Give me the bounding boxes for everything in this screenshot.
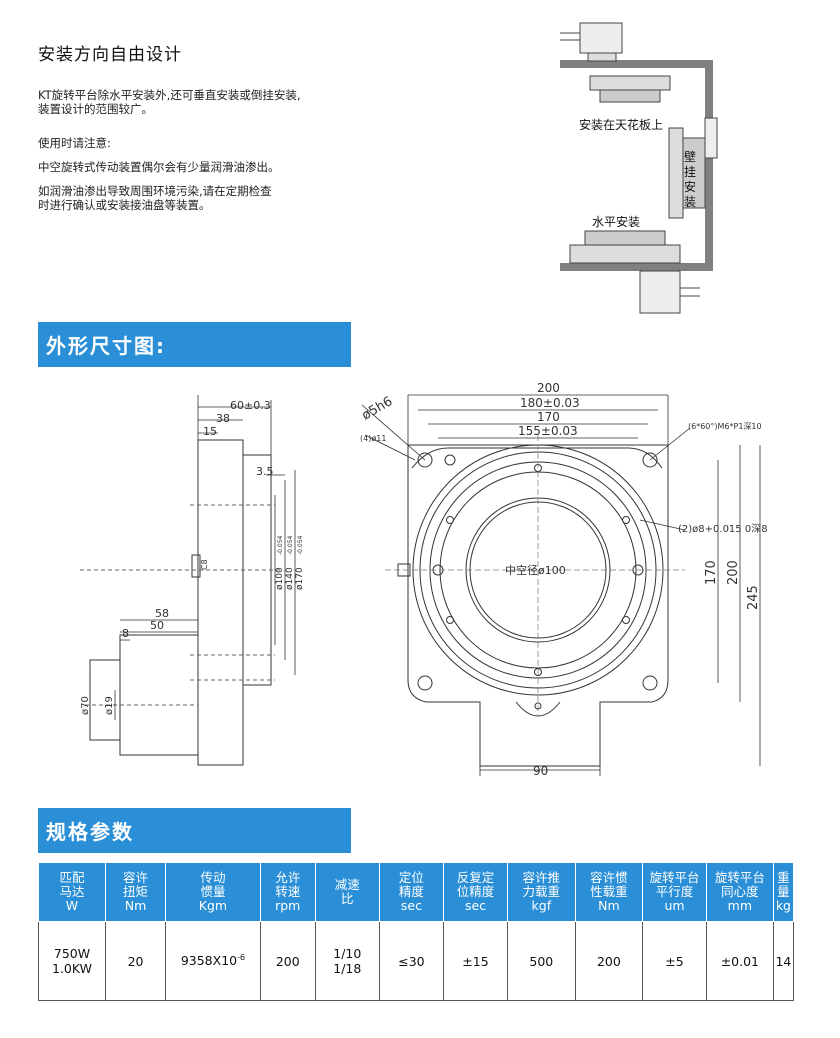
banner-specs-label: 规格参数: [46, 820, 134, 844]
side-key: [191, 554, 201, 578]
dim-key: C8: [200, 559, 209, 570]
mounting-diagram: [560, 22, 718, 314]
tol-phi100: -0.054: [277, 535, 284, 555]
side-motor-adapter: [119, 634, 199, 756]
cell-speed: 200: [259, 921, 316, 1001]
dim-w155: 155±0.03: [518, 424, 578, 438]
side-view-drawing: 60±0.3 38 15 3.5 58 50 8 ø70 ø19 ø100 ø1…: [80, 395, 305, 766]
dim-phi140: ø140: [285, 567, 295, 590]
dim-shaft: ø5h6: [360, 394, 396, 423]
notice-2-line-2: 时进行确认或安装接油盘等装置。: [38, 198, 211, 212]
wall-unit-icon: [668, 117, 718, 219]
label-wall: 壁挂安装: [684, 150, 697, 209]
dim-38: 38: [216, 412, 230, 425]
dim-phi19: ø19: [104, 696, 115, 715]
cell-torque: 20: [104, 921, 167, 1001]
ceiling-unit-icon: [560, 22, 671, 103]
dim-phi70: ø70: [80, 696, 91, 715]
notice-2-line-1: 如润滑油渗出导致周围环境污染,请在定期检查: [38, 184, 272, 198]
dim-phi170: ø170: [295, 567, 305, 590]
tol-phi170: -0.054: [297, 535, 304, 555]
dim-60: 60±0.3: [230, 399, 271, 412]
cell-parallel: ±5: [642, 921, 707, 1001]
banner-dimensions-label: 外形尺寸图:: [46, 334, 166, 358]
dim-w90: 90: [533, 764, 548, 778]
notice-1: 中空旋转式传动装置偶尔会有少量润滑油渗出。: [38, 160, 280, 174]
dim-h200: 200: [726, 560, 741, 585]
cell-concentric: ±0.01: [705, 921, 774, 1001]
cell-weight: 14: [772, 921, 795, 1001]
cell-rep-acc: ±15: [442, 921, 509, 1001]
cell-inertia: 9358X10-6: [165, 921, 261, 1001]
dim-thread: (6*60°)M6*P1深10: [688, 422, 762, 431]
dim-holes4: (4)ø11: [360, 434, 386, 443]
dim-3-5: 3.5: [256, 465, 274, 478]
dim-58: 58: [155, 607, 169, 620]
banner-dimensions: 外形尺寸图:: [38, 322, 351, 367]
horizontal-unit-icon: [569, 230, 700, 314]
label-horizontal: 水平安装: [592, 215, 641, 229]
header-ratio: 减速比: [314, 862, 380, 922]
dim-hollow: 中空径ø100: [505, 563, 566, 577]
dim-phi100: ø100: [275, 567, 285, 590]
tol-phi140: -0.054: [287, 535, 294, 555]
cell-pos-acc: ≤30: [378, 921, 444, 1001]
notice-2: 如润滑油渗出导致周围环境污染,请在定期检查 时进行确认或安装接油盘等装置。: [38, 184, 272, 212]
intro-line-1: KT旋转平台除水平安装外,还可垂直安装或倒挂安装,: [38, 88, 301, 102]
dim-h170: 170: [704, 560, 719, 585]
cell-thrust: 500: [507, 921, 576, 1001]
dim-w200: 200: [537, 381, 560, 395]
section-title-install: 安装方向自由设计: [38, 45, 182, 65]
dim-pin: (2)ø8+0.015 0深8: [678, 523, 768, 535]
side-body: [197, 439, 244, 766]
notice-title: 使用时请注意:: [38, 136, 111, 150]
front-view-drawing: 200 180±0.03 170 155±0.03 170 200 245 90…: [360, 381, 768, 778]
intro-line-2: 装置设计的范围较广。: [38, 102, 153, 116]
dim-w170: 170: [537, 410, 560, 424]
dim-15: 15: [203, 425, 217, 438]
dim-h245: 245: [746, 585, 761, 610]
bottom-lobe: [515, 701, 561, 717]
label-ceiling: 安装在天花板上: [579, 118, 664, 132]
banner-specs: 规格参数: [38, 808, 351, 853]
cell-inertial-load: 200: [574, 921, 644, 1001]
dim-w180: 180±0.03: [520, 396, 580, 410]
dim-50: 50: [150, 619, 164, 632]
intro-paragraph: KT旋转平台除水平安装外,还可垂直安装或倒挂安装, 装置设计的范围较广。: [38, 88, 300, 116]
dim-8: 8: [122, 627, 129, 640]
